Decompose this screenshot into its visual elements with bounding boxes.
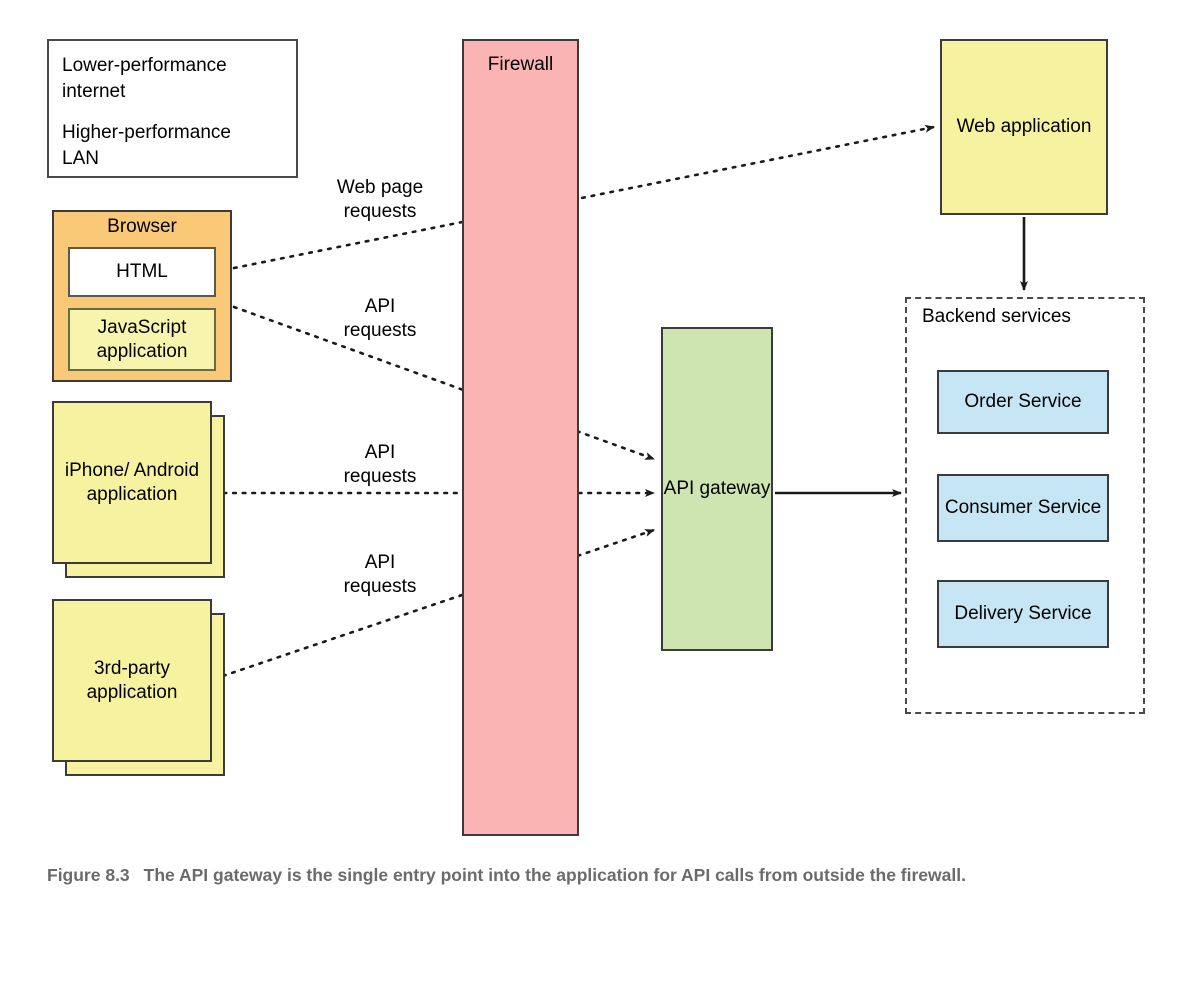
backend-services-group: [905, 297, 1145, 714]
flow-label-api-requests-javascript: API requests: [343, 296, 417, 342]
browser-node-label: Browser: [107, 216, 177, 237]
consumer-service-node[interactable]: Consumer Service: [937, 474, 1109, 542]
mobile-application-node[interactable]: iPhone/ Android application: [52, 401, 212, 564]
delivery-service-node[interactable]: Delivery Service: [937, 580, 1109, 648]
html-node[interactable]: HTML: [68, 247, 216, 297]
firewall-node-label: Firewall: [487, 54, 554, 75]
third-party-application-node[interactable]: 3rd-party application: [52, 599, 212, 762]
flow-label-api-requests-third-party: API requests: [343, 552, 417, 598]
api-gateway-node[interactable]: API gateway: [661, 327, 773, 651]
legend-item-higher-performance-lan: Higher-performance LAN: [62, 122, 231, 170]
order-service-node[interactable]: Order Service: [937, 370, 1109, 434]
flow-label-api-requests-mobile: API requests: [343, 442, 417, 488]
web-application-node[interactable]: Web application: [940, 39, 1108, 215]
figure-caption-number: Figure 8.3: [47, 865, 130, 885]
backend-services-label: Backend services: [922, 306, 1071, 327]
firewall-node[interactable]: [462, 39, 579, 836]
figure-caption: Figure 8.3 The API gateway is the single …: [47, 862, 1152, 889]
legend: [47, 39, 298, 178]
javascript-application-node[interactable]: JavaScript application: [68, 308, 216, 371]
legend-item-lower-performance-internet: Lower-performance internet: [62, 55, 227, 103]
figure-caption-text: The API gateway is the single entry poin…: [143, 865, 966, 885]
flow-label-web-page-requests: Web page requests: [336, 177, 424, 223]
